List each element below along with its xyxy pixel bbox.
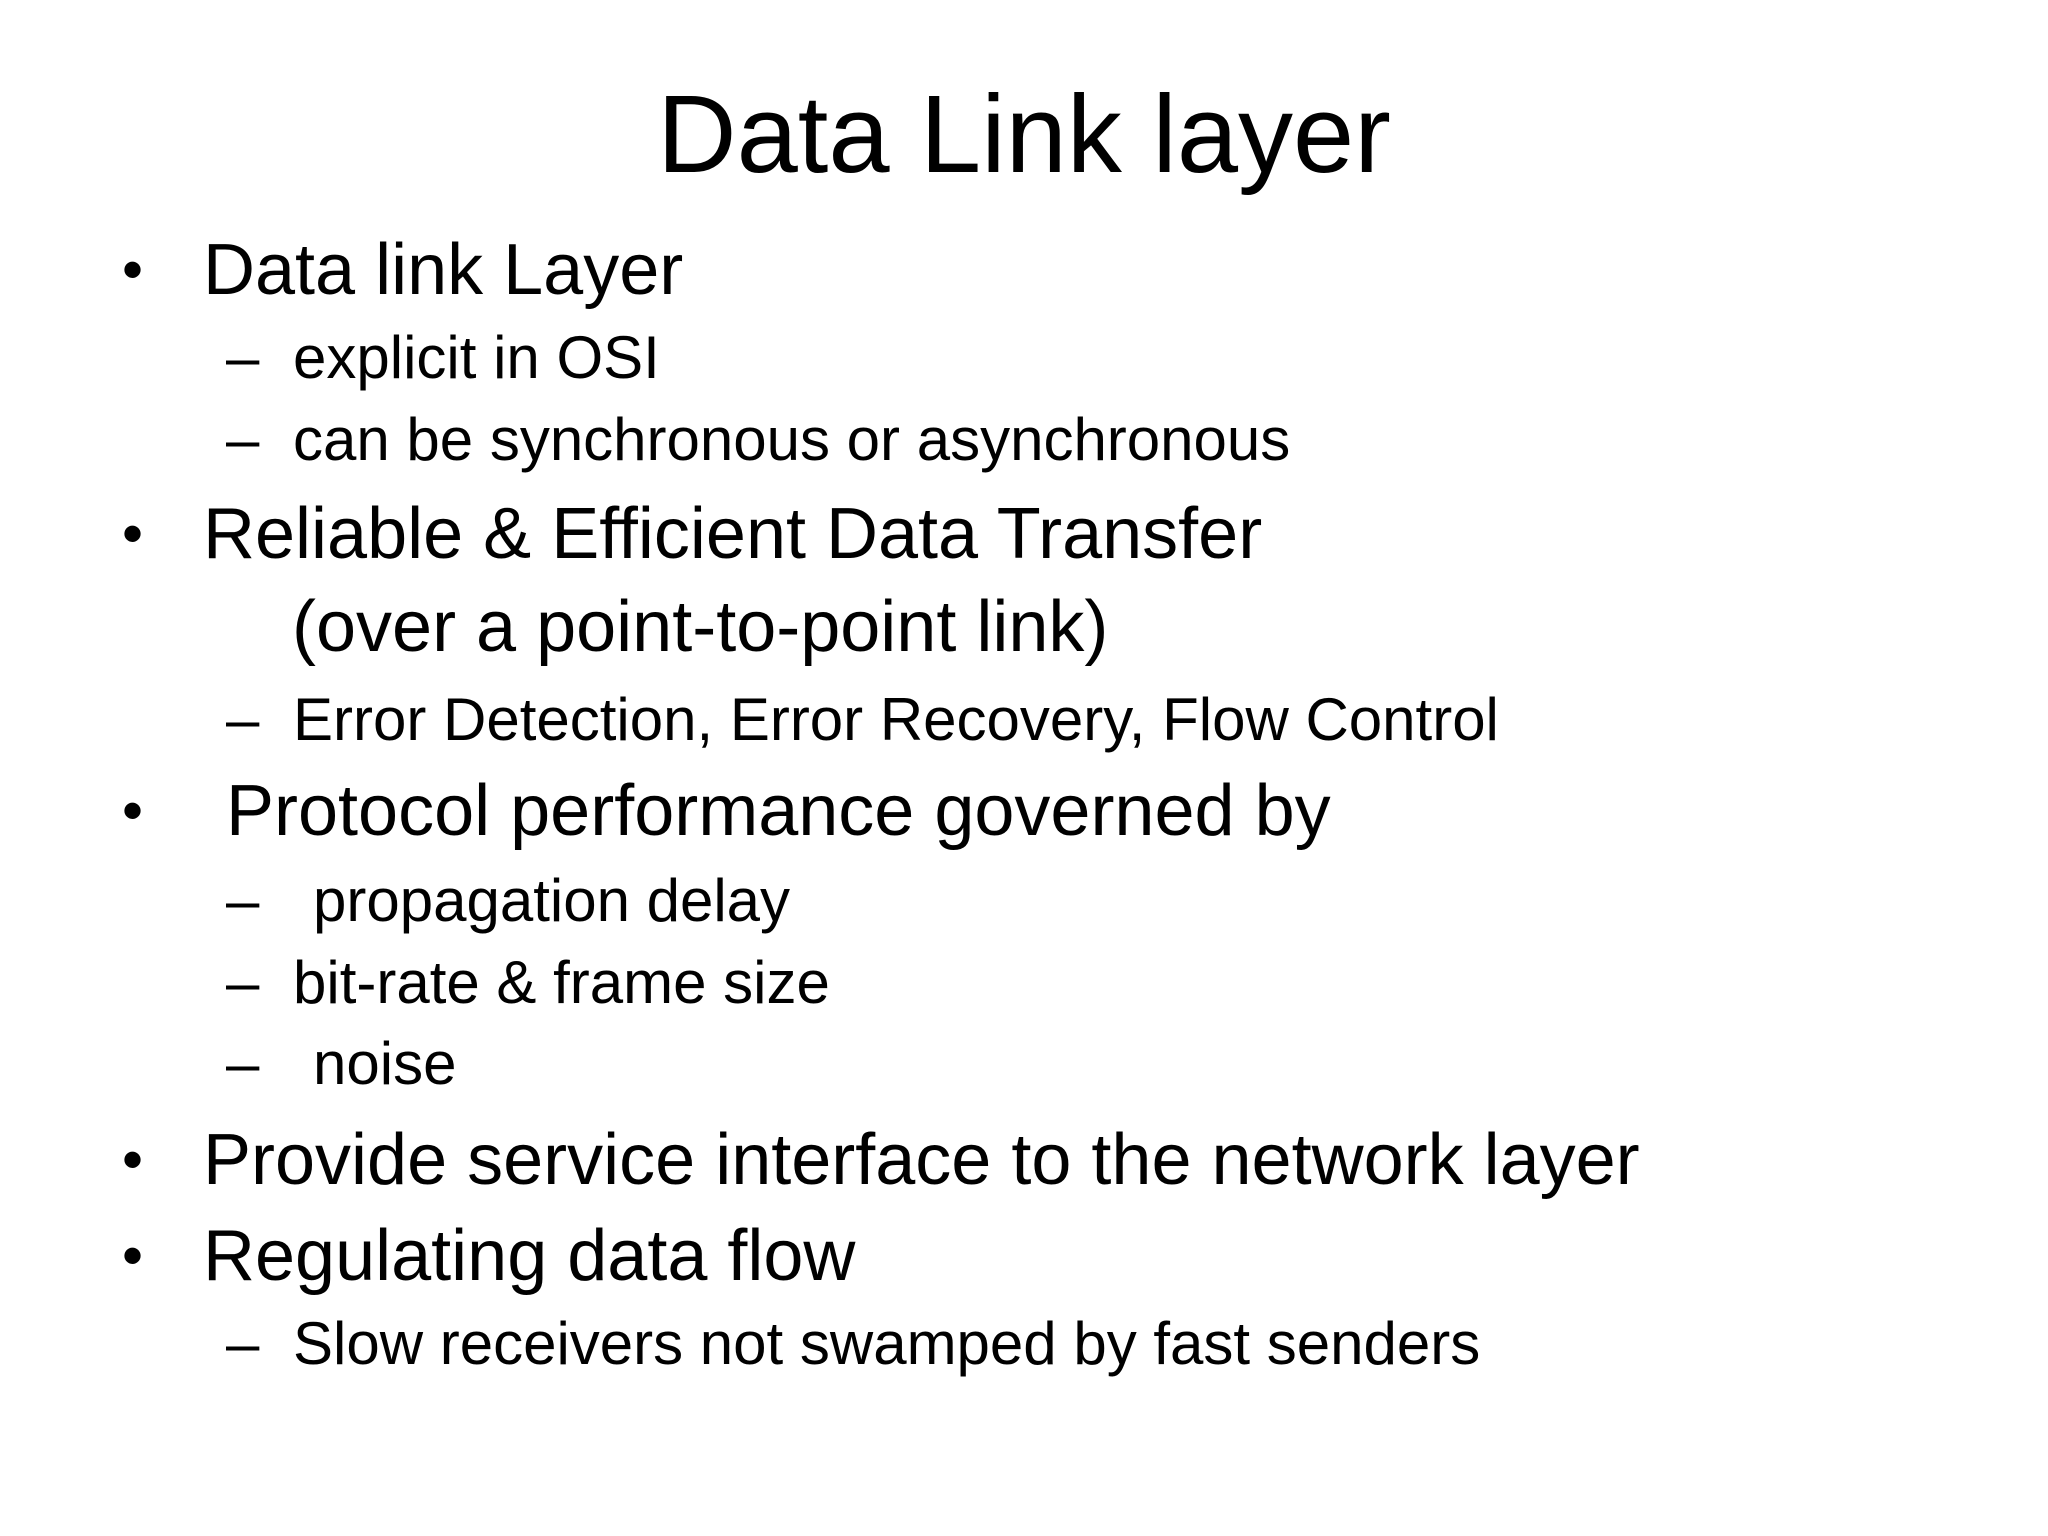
bullet-item: Reliable & Efficient Data Transfer	[203, 494, 1263, 574]
bullet-icon: •	[122, 1222, 144, 1289]
dash-icon: –	[226, 324, 260, 391]
sub-item: noise	[313, 1030, 457, 1097]
bullet-item: Protocol performance governed by	[226, 771, 1331, 851]
bullet-item: Regulating data flow	[203, 1216, 856, 1296]
bullet-item-continuation: (over a point-to-point link)	[292, 587, 1109, 667]
bullet-icon: •	[122, 777, 144, 844]
sub-item: Slow receivers not swamped by fast sende…	[293, 1310, 1481, 1377]
bullet-item: Data link Layer	[203, 230, 684, 310]
sub-item: bit-rate & frame size	[293, 949, 830, 1016]
bullet-icon: •	[122, 236, 144, 303]
dash-icon: –	[226, 686, 260, 753]
sub-item: propagation delay	[313, 867, 791, 934]
dash-icon: –	[226, 1310, 260, 1377]
dash-icon: –	[226, 1030, 260, 1097]
dash-icon: –	[226, 949, 260, 1016]
sub-item: Error Detection, Error Recovery, Flow Co…	[293, 686, 1499, 753]
bullet-icon: •	[122, 1126, 144, 1193]
sub-item: explicit in OSI	[293, 324, 660, 391]
sub-item: can be synchronous or asynchronous	[293, 406, 1291, 473]
dash-icon: –	[226, 867, 260, 934]
slide-title: Data Link layer	[657, 73, 1391, 196]
dash-icon: –	[226, 406, 260, 473]
bullet-item: Provide service interface to the network…	[203, 1120, 1640, 1200]
bullet-icon: •	[122, 500, 144, 567]
